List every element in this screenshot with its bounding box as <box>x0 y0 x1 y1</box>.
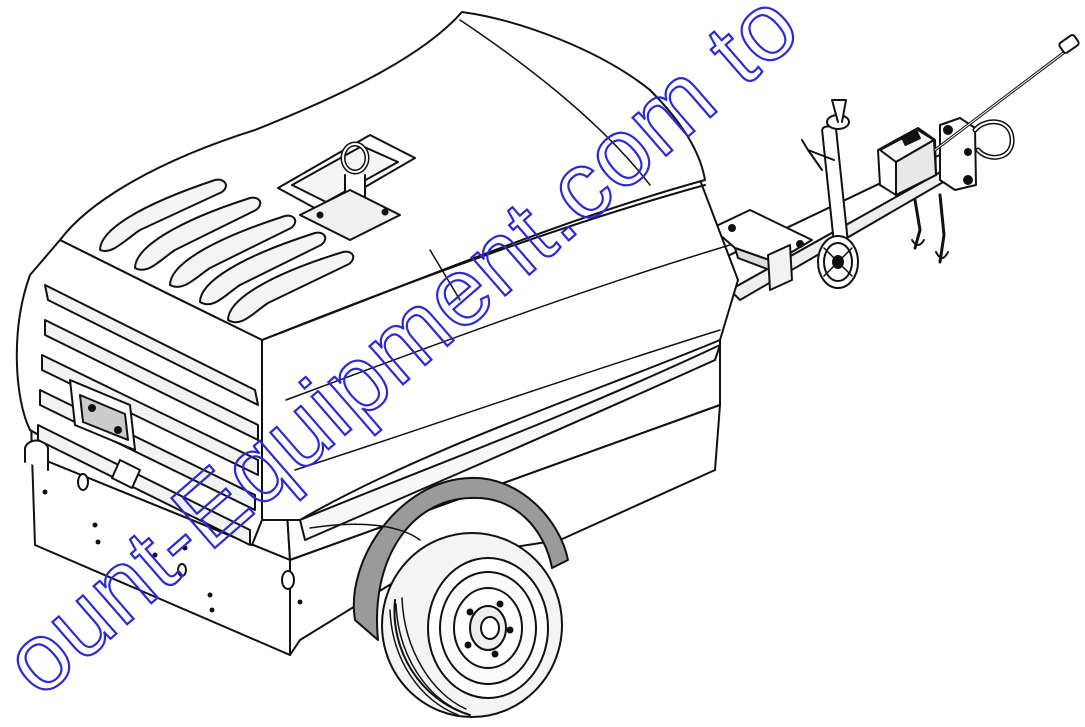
jockey-wheel <box>801 99 859 289</box>
top-ribs <box>99 178 355 324</box>
front-louvres <box>37 284 259 546</box>
canopy <box>15 11 739 546</box>
coupling-head <box>877 34 1080 264</box>
control-panel <box>69 379 141 489</box>
lifting-eye <box>277 134 416 241</box>
main-wheel <box>352 476 569 718</box>
